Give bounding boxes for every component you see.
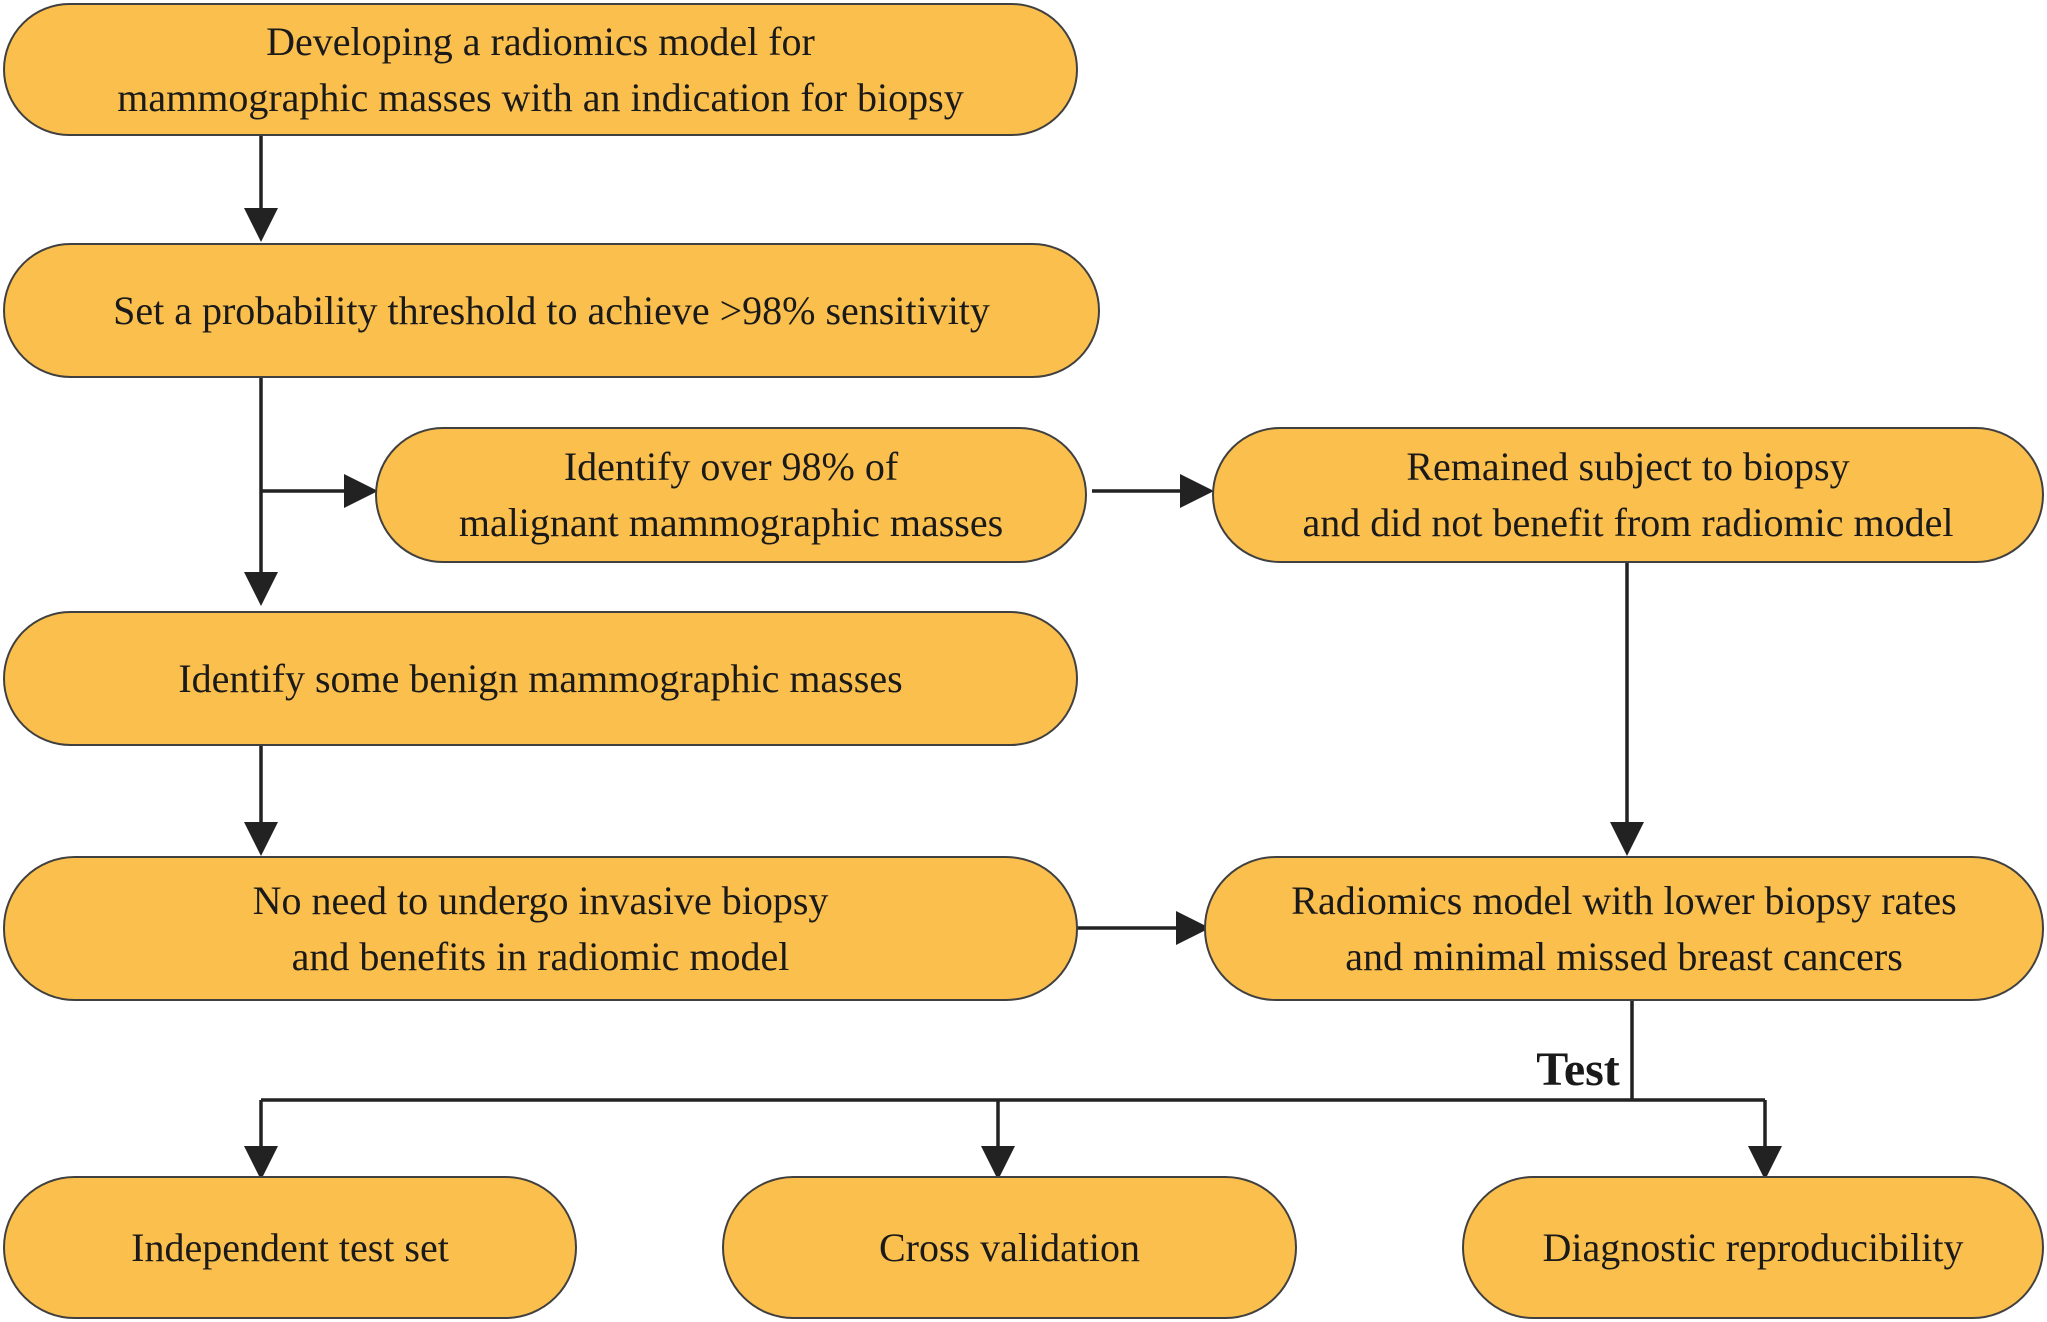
node-remained-biopsy: Remained subject to biopsy and did not b… — [1212, 427, 2044, 563]
node-identify-malignant: Identify over 98% of malignant mammograp… — [375, 427, 1087, 563]
node-no-biopsy-label: No need to undergo invasive biopsy and b… — [252, 877, 829, 979]
arrowhead-independent — [244, 1146, 278, 1180]
node-develop-model: Developing a radiomics model for mammogr… — [3, 3, 1078, 136]
node-identify-malignant-label: Identify over 98% of malignant mammograp… — [458, 444, 1004, 545]
arrowhead-no-biopsy — [244, 822, 278, 856]
node-set-threshold-label: Set a probability threshold to achieve >… — [113, 287, 990, 333]
node-lower-biopsy-rates: Radiomics model with lower biopsy rates … — [1204, 856, 2044, 1001]
node-no-biopsy: No need to undergo invasive biopsy and b… — [3, 856, 1078, 1001]
node-identify-benign-label: Identify some benign mammographic masses — [178, 655, 903, 701]
arrowhead-remained — [1180, 474, 1214, 508]
node-diagnostic-reproducibility: Diagnostic reproducibility — [1462, 1176, 2044, 1319]
node-cross-validation: Cross validation — [722, 1176, 1297, 1319]
node-cross-validation-label: Cross validation — [878, 1224, 1141, 1270]
node-independent-test-set-label: Independent test set — [131, 1224, 449, 1270]
node-set-threshold: Set a probability threshold to achieve >… — [3, 243, 1100, 378]
edge-label-test: Test — [1536, 1043, 1620, 1096]
arrowhead-malignant — [344, 474, 378, 508]
arrowhead-benign — [244, 572, 278, 606]
node-identify-benign: Identify some benign mammographic masses — [3, 611, 1078, 746]
node-diagnostic-reproducibility-label: Diagnostic reproducibility — [1542, 1224, 1964, 1270]
arrowhead-threshold — [244, 208, 278, 242]
arrowhead-lower-rates-left — [1176, 911, 1210, 945]
arrowhead-cross — [981, 1146, 1015, 1180]
node-remained-biopsy-label: Remained subject to biopsy and did not b… — [1302, 444, 1954, 545]
arrowhead-reproducibility — [1748, 1146, 1782, 1180]
node-develop-model-label: Developing a radiomics model for mammogr… — [117, 18, 964, 120]
node-lower-biopsy-rates-label: Radiomics model with lower biopsy rates … — [1291, 877, 1957, 979]
arrowhead-lower-rates-top — [1610, 822, 1644, 856]
node-independent-test-set: Independent test set — [3, 1176, 577, 1319]
